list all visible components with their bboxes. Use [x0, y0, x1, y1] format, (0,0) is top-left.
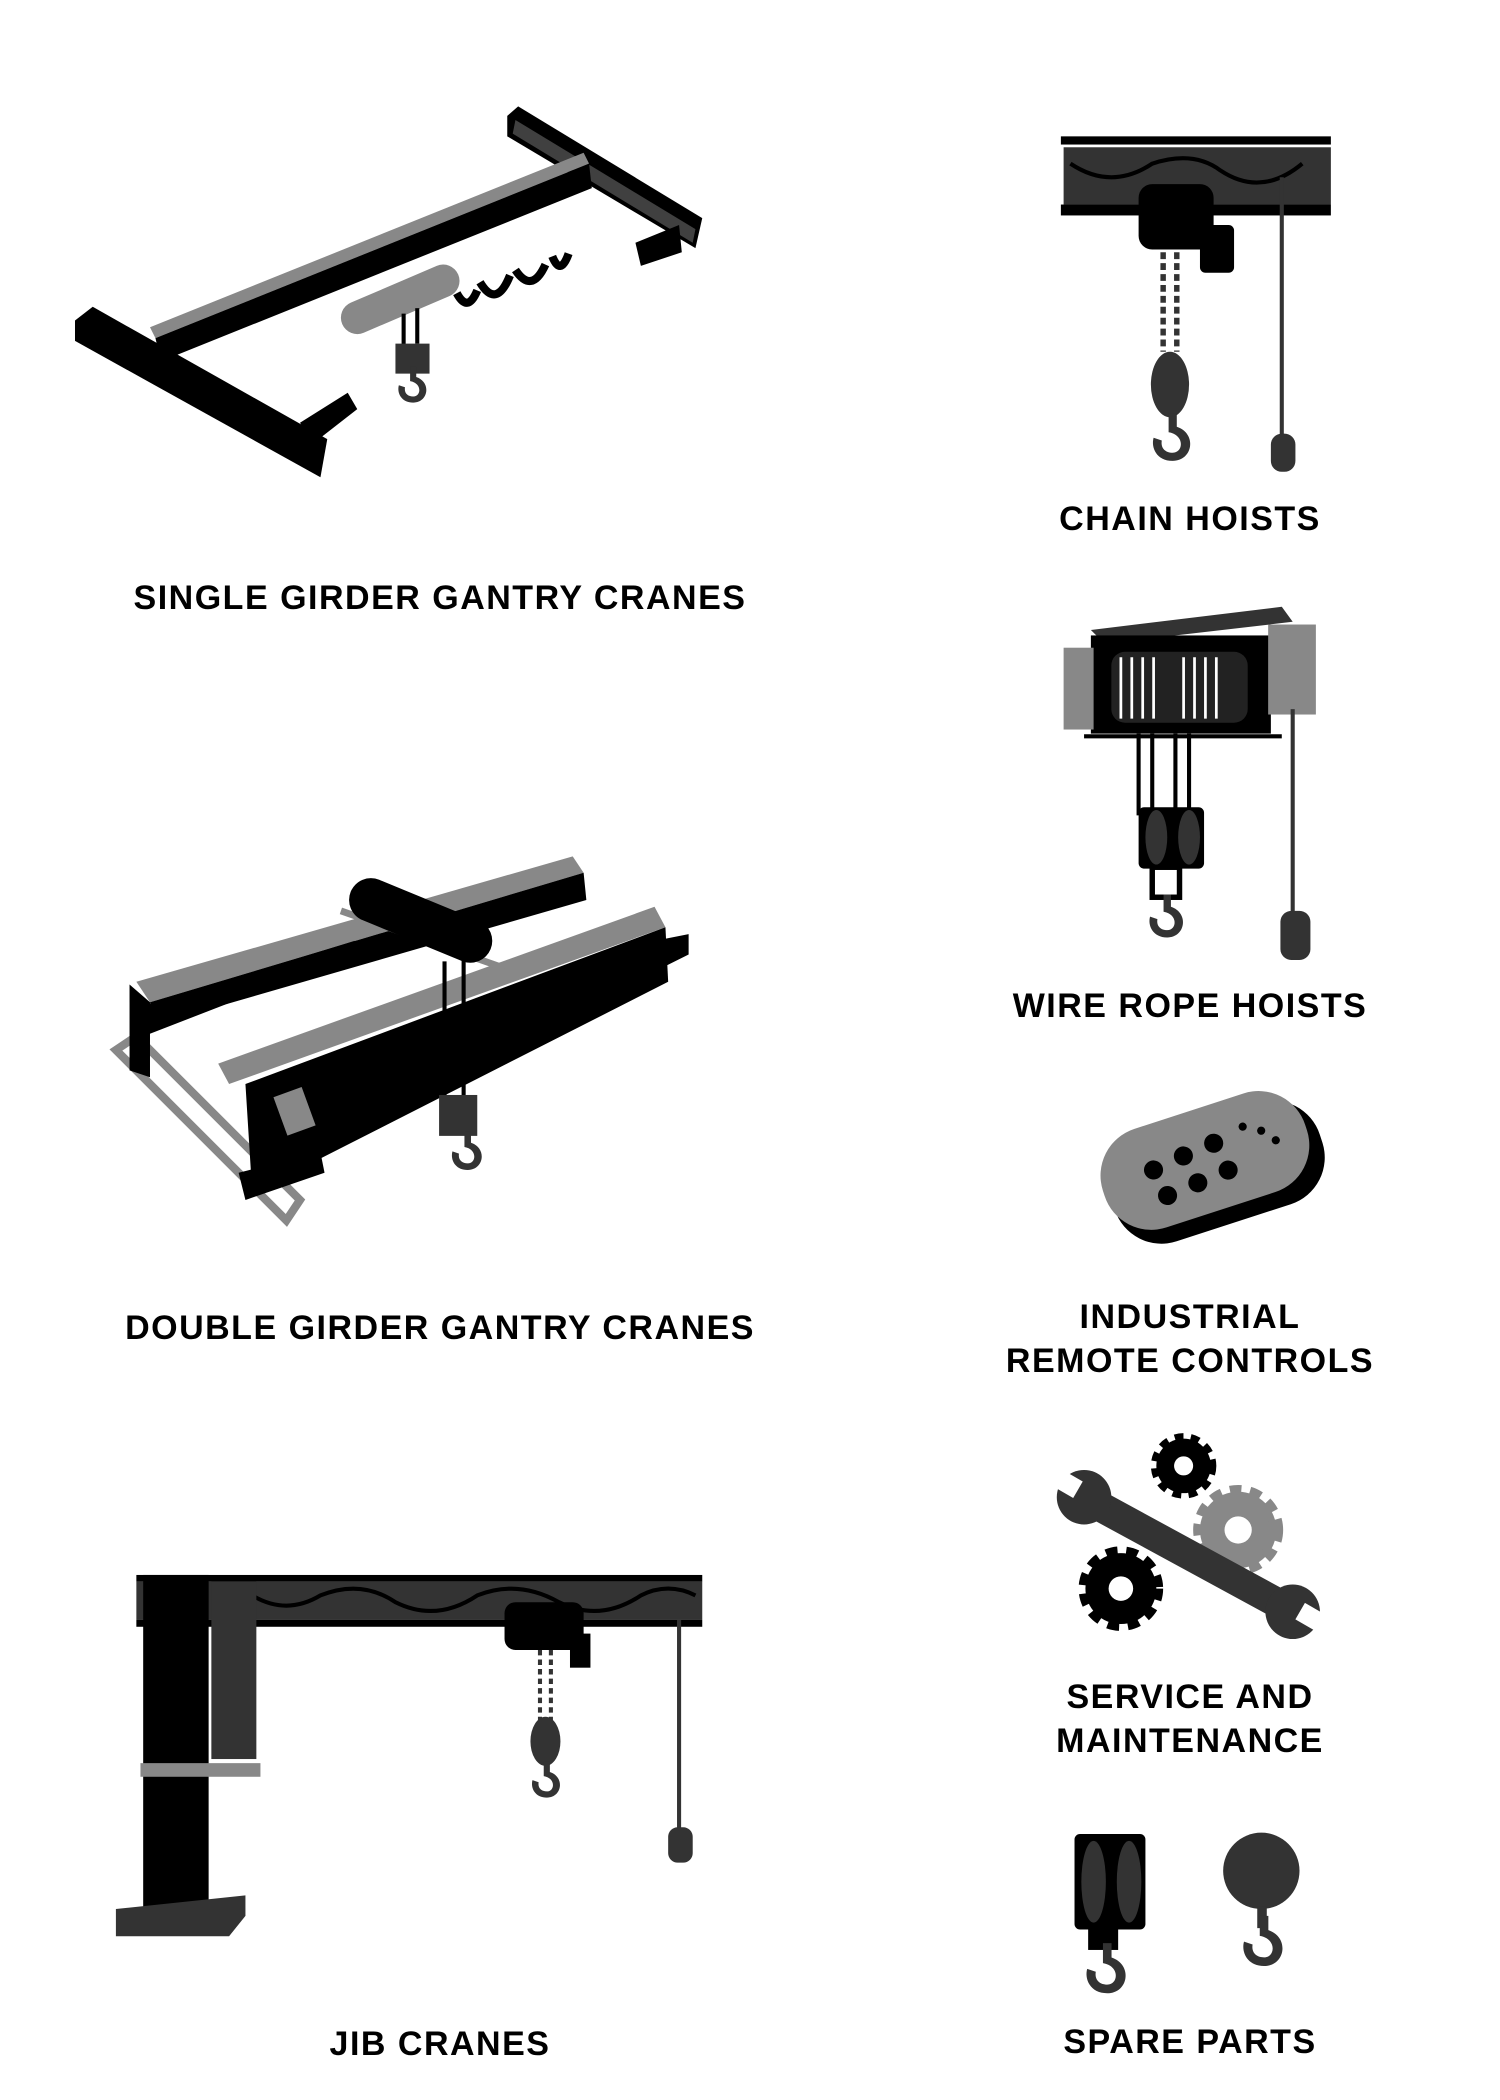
jib-cranes-label: JIB CRANES	[329, 2025, 551, 2063]
service-label-line2: MAINTENANCE	[1056, 1722, 1324, 1760]
remote-controls-label-line1: INDUSTRIAL	[1079, 1298, 1301, 1336]
remote-control-icon	[1100, 1091, 1325, 1244]
wire-rope-hoist-icon	[1063, 606, 1316, 960]
double-girder-label: DOUBLE GIRDER GANTRY CRANES	[125, 1309, 755, 1347]
wire-rope-hoists-label: WIRE ROPE HOISTS	[1012, 987, 1368, 1025]
spare-parts-label: SPARE PARTS	[1063, 2023, 1317, 2061]
double-girder-crane-icon	[109, 856, 689, 1227]
single-girder-label: SINGLE GIRDER GANTRY CRANES	[133, 579, 747, 617]
single-girder-crane-icon	[74, 106, 703, 478]
service-maintenance-icon	[1047, 1433, 1331, 1640]
chain-hoists-label: CHAIN HOISTS	[1059, 500, 1321, 538]
remote-controls-label-line2: REMOTE CONTROLS	[1005, 1342, 1375, 1380]
spare-parts-icon	[1074, 1832, 1300, 1994]
jib-crane-icon	[115, 1574, 703, 1937]
chain-hoist-icon	[1060, 136, 1331, 472]
service-label-line1: SERVICE AND	[1066, 1678, 1314, 1716]
